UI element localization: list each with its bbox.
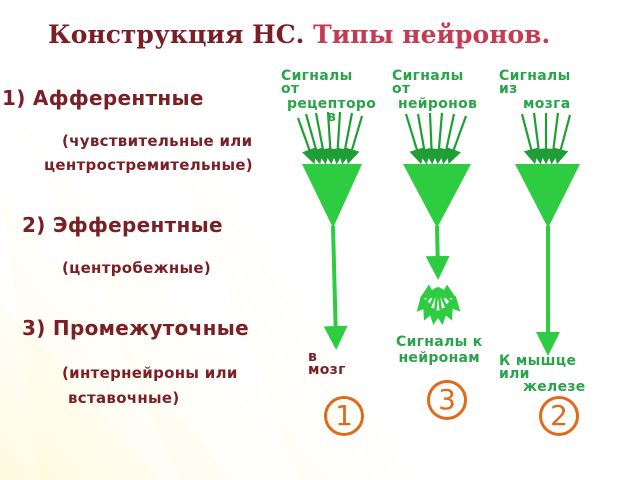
neuron3-top-line2: от bbox=[392, 81, 411, 97]
neuron2-top-label-2: мозга bbox=[523, 96, 571, 112]
page-title: Конструкция НС. Типы нейронов. bbox=[48, 20, 550, 49]
type-afferent-sub-line2: центростремительные) bbox=[44, 156, 253, 174]
neuron2-top-line2: из bbox=[499, 81, 518, 97]
neuron1-bottom-line2: мозг bbox=[308, 362, 346, 378]
neuron1-top2-line1: рецепторо bbox=[287, 96, 377, 112]
neuron2-number-badge: 2 bbox=[539, 396, 579, 436]
neuron1-top2-line2: в bbox=[327, 109, 337, 125]
type-efferent-heading: 2) Эфферентные bbox=[22, 213, 223, 237]
type-afferent-heading: 1) Афферентные bbox=[2, 86, 204, 110]
neuron2-top-line1: Сигналы bbox=[499, 68, 571, 84]
type-interneuron-sub-line1: (интернейроны или bbox=[62, 364, 238, 382]
neuron1-top-label: Сигналы от bbox=[281, 68, 353, 97]
type-interneuron-heading: 3) Промежуточные bbox=[22, 316, 249, 340]
title-part-construction: Конструкция НС. bbox=[48, 20, 305, 49]
neuron2-top2-line1: мозга bbox=[523, 96, 571, 112]
neuron2-bottom-line3: железе bbox=[523, 379, 586, 395]
neuron3-bottom-line1: Сигналы к bbox=[396, 334, 483, 350]
afferent-neuron-diagram bbox=[296, 111, 364, 350]
neuron3-number-badge: 3 bbox=[427, 380, 467, 420]
type-efferent-sub: (центробежные) bbox=[62, 259, 211, 277]
neuron1-bottom-label: в мозг bbox=[308, 349, 346, 378]
neuron1-bottom-line1: в bbox=[308, 349, 318, 365]
neuron3-top-label: Сигналы от bbox=[392, 68, 464, 97]
type-interneuron-sub-line2: вставочные) bbox=[68, 389, 180, 407]
neuron1-top-line1: Сигналы bbox=[281, 68, 353, 84]
neuron1-top-label-2: рецепторо в bbox=[287, 96, 377, 125]
neuron3-top2-line1: нейронов bbox=[398, 96, 478, 112]
neuron3-top-label-2: нейронов bbox=[398, 96, 478, 112]
neuron1-top-line2: от bbox=[281, 81, 300, 97]
neuron2-bottom-label: К мышце или железе bbox=[499, 353, 586, 395]
neuron1-number-badge: 1 bbox=[324, 396, 364, 436]
neuron2-bottom-line2: или bbox=[499, 366, 530, 382]
interneuron-diagram bbox=[403, 112, 471, 325]
title-part-neuron-types: Типы нейронов. bbox=[313, 20, 551, 49]
type-afferent-sub-line1: (чувствительные или bbox=[62, 132, 253, 150]
neuron3-top-line1: Сигналы bbox=[392, 68, 464, 84]
neuron2-top-label: Сигналы из bbox=[499, 68, 571, 97]
neuron3-bottom-line2: нейронам bbox=[398, 350, 481, 366]
efferent-neuron-diagram bbox=[515, 112, 580, 356]
neuron2-bottom-line1: К мышце bbox=[499, 353, 577, 369]
neuron3-bottom-label: Сигналы к нейронам bbox=[396, 334, 483, 366]
